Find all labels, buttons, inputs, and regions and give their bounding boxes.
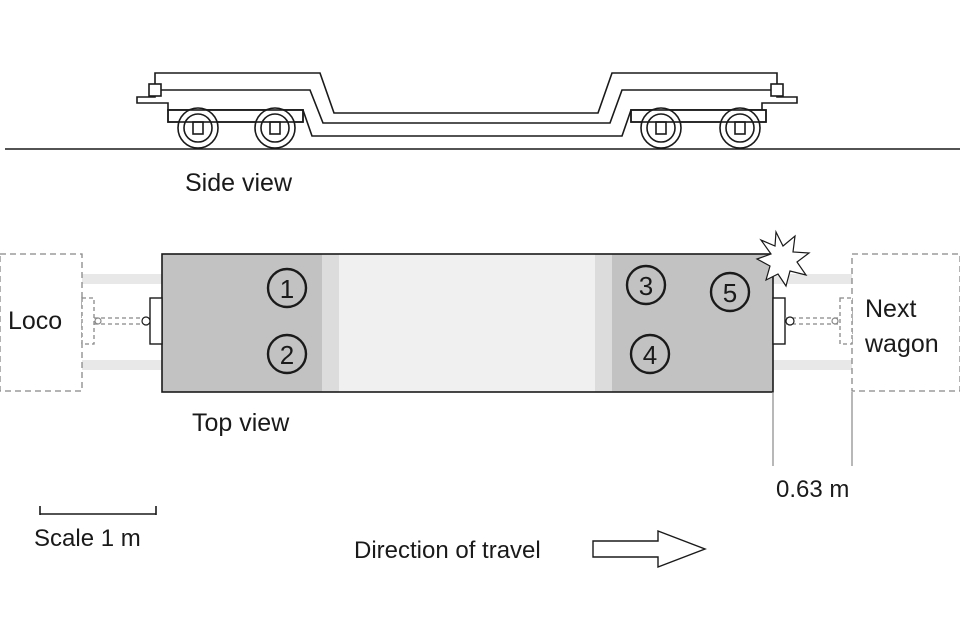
next-wagon-label-line1: Next bbox=[865, 295, 916, 323]
wheel-1-rim bbox=[183, 113, 213, 143]
loaded-area-right bbox=[612, 254, 773, 392]
axlebox-1 bbox=[192, 121, 204, 135]
direction-arrow-icon bbox=[592, 529, 707, 569]
wagon-frame-line bbox=[155, 89, 777, 124]
coupling-right bbox=[785, 316, 840, 326]
position-number-1: 1 bbox=[280, 274, 294, 304]
transition-left bbox=[322, 254, 339, 392]
loaded-area-left bbox=[162, 254, 322, 392]
side-view-label: Side view bbox=[185, 169, 293, 197]
gap-dimension bbox=[772, 392, 853, 466]
scale-bar bbox=[39, 506, 157, 515]
direction-label: Direction of travel bbox=[354, 537, 541, 564]
side-view bbox=[5, 72, 960, 150]
bogie-right-top bbox=[630, 109, 767, 123]
bogie-left-top bbox=[167, 109, 304, 123]
position-marker-5: 5 bbox=[709, 271, 751, 313]
position-marker-3: 3 bbox=[625, 264, 667, 306]
position-number-2: 2 bbox=[280, 340, 294, 370]
buffer-right bbox=[770, 83, 784, 97]
next-wagon-buffer-beam bbox=[839, 297, 853, 345]
top-view-label: Top view bbox=[192, 409, 290, 437]
wheel-3-rim bbox=[646, 113, 676, 143]
scale-label: Scale 1 m bbox=[34, 525, 141, 552]
top-view: 1 2 3 4 5 bbox=[0, 229, 960, 393]
gap-label: 0.63 m bbox=[776, 476, 849, 503]
wheel-2-rim bbox=[260, 113, 290, 143]
position-number-4: 4 bbox=[643, 340, 657, 370]
wheel-4-rim bbox=[725, 113, 755, 143]
wagon-buffer-right bbox=[772, 297, 786, 345]
coupling-left bbox=[94, 316, 151, 326]
position-number-3: 3 bbox=[639, 271, 653, 301]
empty-area bbox=[339, 254, 595, 392]
buffer-left bbox=[148, 83, 162, 97]
loco-outline bbox=[0, 253, 83, 392]
wagon-buffer-left bbox=[149, 297, 163, 345]
position-marker-2: 2 bbox=[266, 333, 308, 375]
loco-label: Loco bbox=[8, 307, 62, 335]
axlebox-2 bbox=[269, 121, 281, 135]
wagon-body-side bbox=[136, 72, 798, 137]
axlebox-4 bbox=[734, 121, 746, 135]
position-number-5: 5 bbox=[723, 278, 737, 308]
transition-right bbox=[595, 254, 612, 392]
next-wagon-outline bbox=[851, 253, 960, 392]
position-marker-4: 4 bbox=[629, 333, 671, 375]
axlebox-3 bbox=[655, 121, 667, 135]
position-marker-1: 1 bbox=[266, 267, 308, 309]
impact-star-icon bbox=[755, 229, 811, 288]
loco-buffer-beam bbox=[81, 297, 95, 345]
next-wagon-label-line2: wagon bbox=[864, 330, 939, 358]
